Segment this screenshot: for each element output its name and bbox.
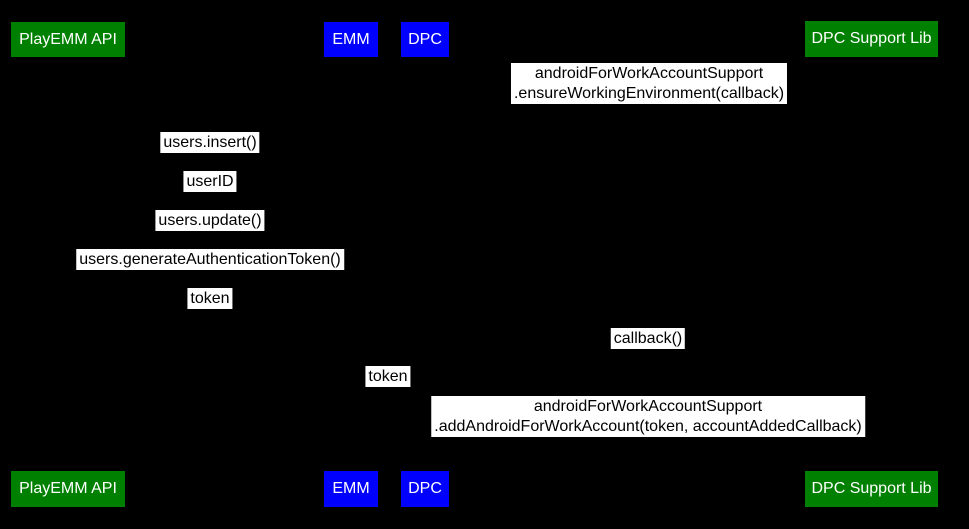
actor-top-emm: EMM bbox=[324, 22, 378, 57]
message-line: userID bbox=[186, 173, 234, 190]
message-line: androidForWorkAccountSupport bbox=[534, 65, 764, 82]
message-line: users.generateAuthenticationToken() bbox=[79, 251, 341, 268]
message-user-id: userID bbox=[183, 171, 237, 192]
message-line: callback() bbox=[613, 330, 683, 347]
actor-bottom-dpc: DPC bbox=[401, 471, 449, 507]
message-token-forward: token bbox=[365, 366, 411, 387]
actor-bottom-playemm-api: PlayEMM API bbox=[11, 471, 125, 507]
message-line: users.update() bbox=[158, 212, 262, 229]
actor-bottom-emm: EMM bbox=[324, 471, 378, 507]
message-line: users.insert() bbox=[163, 134, 257, 151]
message-ensure-working-environment: androidForWorkAccountSupport .ensureWork… bbox=[510, 63, 788, 104]
actor-top-dpc: DPC bbox=[401, 22, 449, 57]
message-callback: callback() bbox=[610, 328, 686, 349]
actor-bottom-dpc-support-lib: DPC Support Lib bbox=[805, 471, 938, 507]
message-line: .addAndroidForWorkAccount(token, account… bbox=[434, 418, 862, 435]
actor-top-dpc-support-lib: DPC Support Lib bbox=[805, 21, 938, 57]
message-users-insert: users.insert() bbox=[160, 132, 260, 153]
actor-top-playemm-api: PlayEMM API bbox=[11, 22, 125, 57]
message-token-return: token bbox=[187, 288, 233, 309]
message-users-update: users.update() bbox=[155, 210, 265, 231]
message-line: .ensureWorkingEnvironment(callback) bbox=[513, 85, 785, 102]
message-add-android-for-work-account: androidForWorkAccountSupport .addAndroid… bbox=[431, 396, 865, 437]
message-line: androidForWorkAccountSupport bbox=[533, 398, 763, 415]
message-users-generate-authentication-token: users.generateAuthenticationToken() bbox=[76, 249, 344, 270]
message-line: token bbox=[190, 290, 230, 307]
message-line: token bbox=[368, 368, 408, 385]
